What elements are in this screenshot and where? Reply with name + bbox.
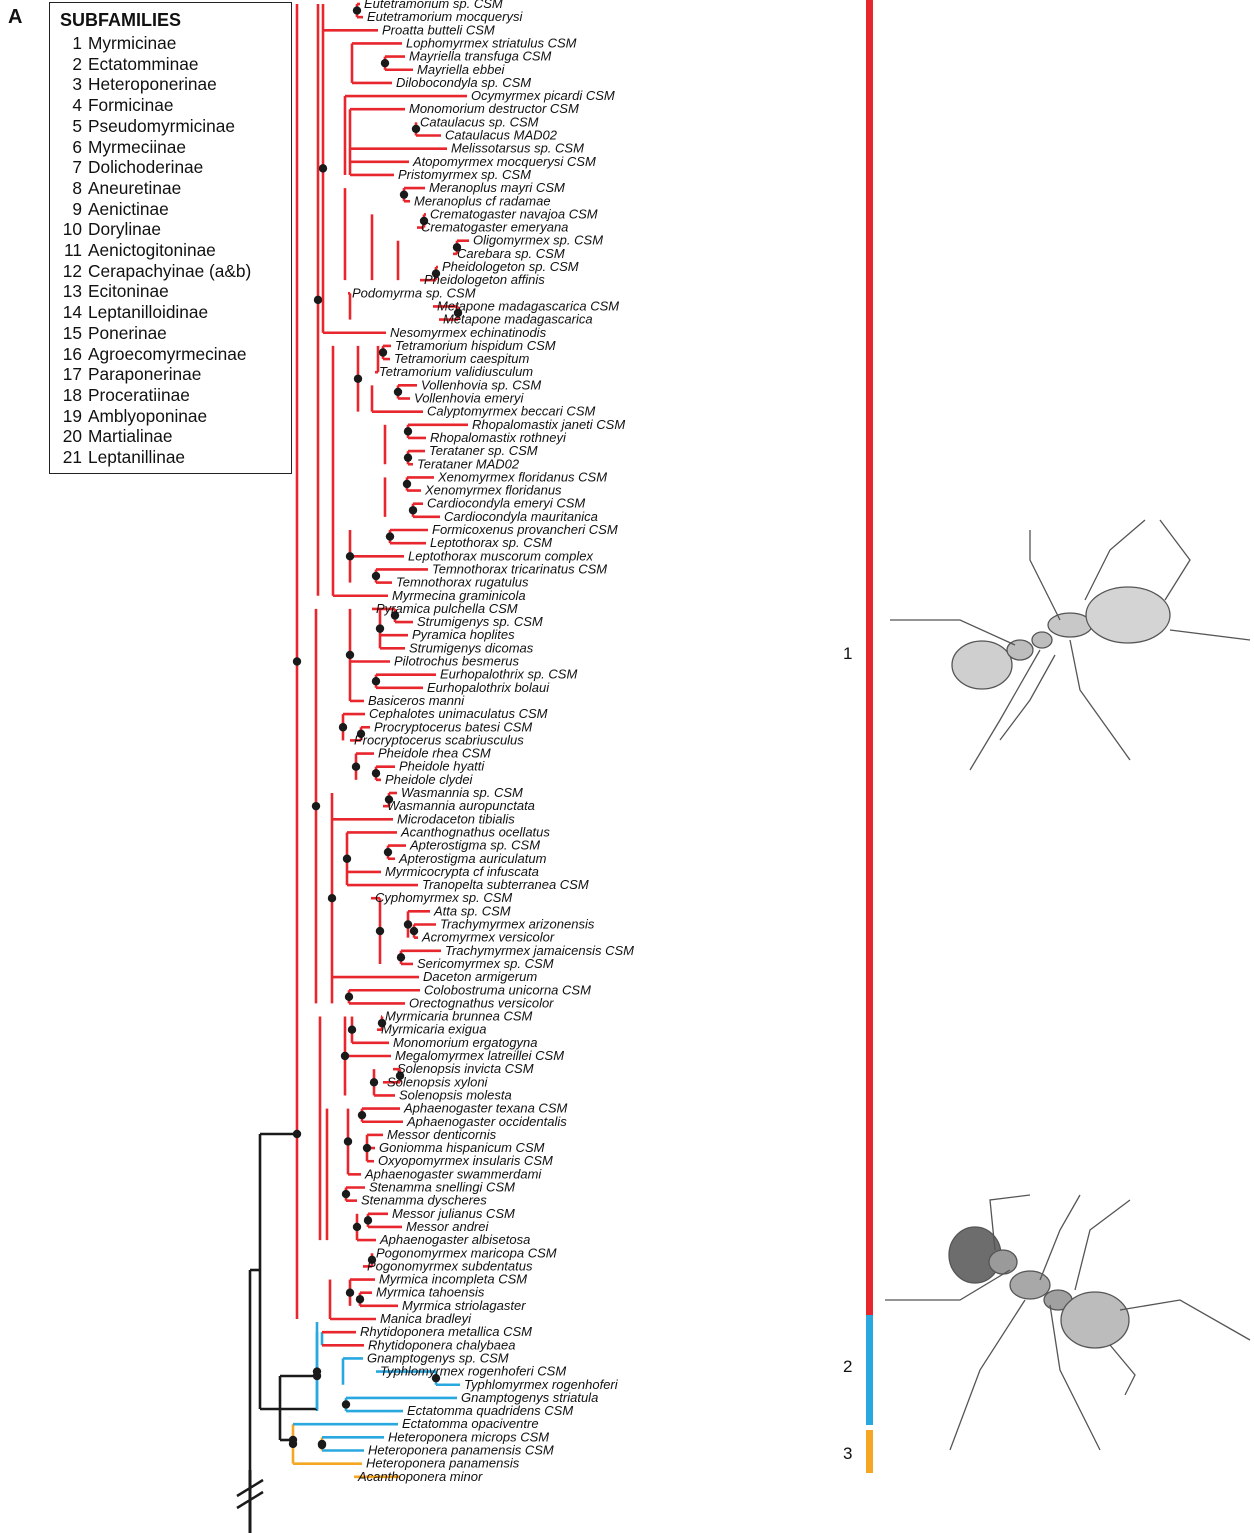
support-node-dot bbox=[394, 388, 402, 396]
support-node-dot bbox=[410, 927, 418, 935]
support-node-dot bbox=[400, 190, 408, 198]
support-node-dot bbox=[363, 1144, 371, 1152]
support-node-dot bbox=[342, 1190, 350, 1198]
support-node-dot bbox=[319, 164, 327, 172]
support-node-dot bbox=[342, 1400, 350, 1408]
support-node-dot bbox=[352, 763, 360, 771]
support-node-dot bbox=[348, 1026, 356, 1034]
support-node-dot bbox=[293, 1130, 301, 1138]
tip-label: Acanthoponera minor bbox=[357, 1469, 483, 1484]
support-node-dot bbox=[386, 532, 394, 540]
support-node-dot bbox=[404, 453, 412, 461]
ant-illustration-myrmicinae bbox=[890, 520, 1250, 770]
support-node-dot bbox=[341, 1052, 349, 1060]
support-node-dot bbox=[409, 506, 417, 514]
support-node-dot bbox=[345, 993, 353, 1001]
subfamily-bar-label: 3 bbox=[843, 1444, 852, 1464]
support-node-dot bbox=[372, 677, 380, 685]
support-node-dot bbox=[372, 572, 380, 580]
support-node-dot bbox=[312, 802, 320, 810]
support-node-dot bbox=[318, 1441, 326, 1449]
root-break-mark bbox=[237, 1470, 263, 1533]
subfamily-bar-label: 1 bbox=[843, 644, 852, 664]
support-node-dot bbox=[346, 651, 354, 659]
support-node-dot bbox=[397, 953, 405, 961]
support-node-dot bbox=[403, 480, 411, 488]
support-node-dot bbox=[412, 125, 420, 133]
support-node-dot bbox=[339, 723, 347, 731]
support-node-dot bbox=[404, 920, 412, 928]
support-node-dot bbox=[404, 427, 412, 435]
tip-labels: Eutetramorium sp. CSMEutetramorium mocqu… bbox=[352, 0, 634, 1484]
support-node-dot bbox=[353, 6, 361, 14]
support-node-dot bbox=[381, 59, 389, 67]
subfamily-bar bbox=[866, 1315, 873, 1425]
support-node-dot bbox=[370, 1078, 378, 1086]
subfamily-bar-label: 2 bbox=[843, 1357, 852, 1377]
subfamily-bar bbox=[866, 1430, 873, 1473]
support-node-dot bbox=[346, 1289, 354, 1297]
subfamily-bar bbox=[866, 0, 873, 1315]
support-node-dot bbox=[343, 855, 351, 863]
support-node-dot bbox=[313, 1372, 321, 1380]
support-node-dot bbox=[346, 552, 354, 560]
support-node-dot bbox=[356, 1295, 364, 1303]
support-node-dot bbox=[376, 624, 384, 632]
support-node-dot bbox=[353, 1223, 361, 1231]
support-node-dot bbox=[354, 375, 362, 383]
support-node-dot bbox=[372, 769, 380, 777]
support-node-dot bbox=[314, 296, 322, 304]
support-node-dot bbox=[364, 1216, 372, 1224]
support-node-dot bbox=[384, 848, 392, 856]
ant-illustration-ectatomminae bbox=[885, 1195, 1250, 1450]
support-node-dot bbox=[289, 1436, 297, 1444]
subfamily-bars bbox=[866, 0, 873, 1473]
support-node-dot bbox=[376, 927, 384, 935]
support-node-dot bbox=[344, 1137, 352, 1145]
support-node-dot bbox=[358, 1111, 366, 1119]
support-node-dot bbox=[328, 894, 336, 902]
support-node-dot bbox=[293, 657, 301, 665]
support-node-dot bbox=[379, 348, 387, 356]
